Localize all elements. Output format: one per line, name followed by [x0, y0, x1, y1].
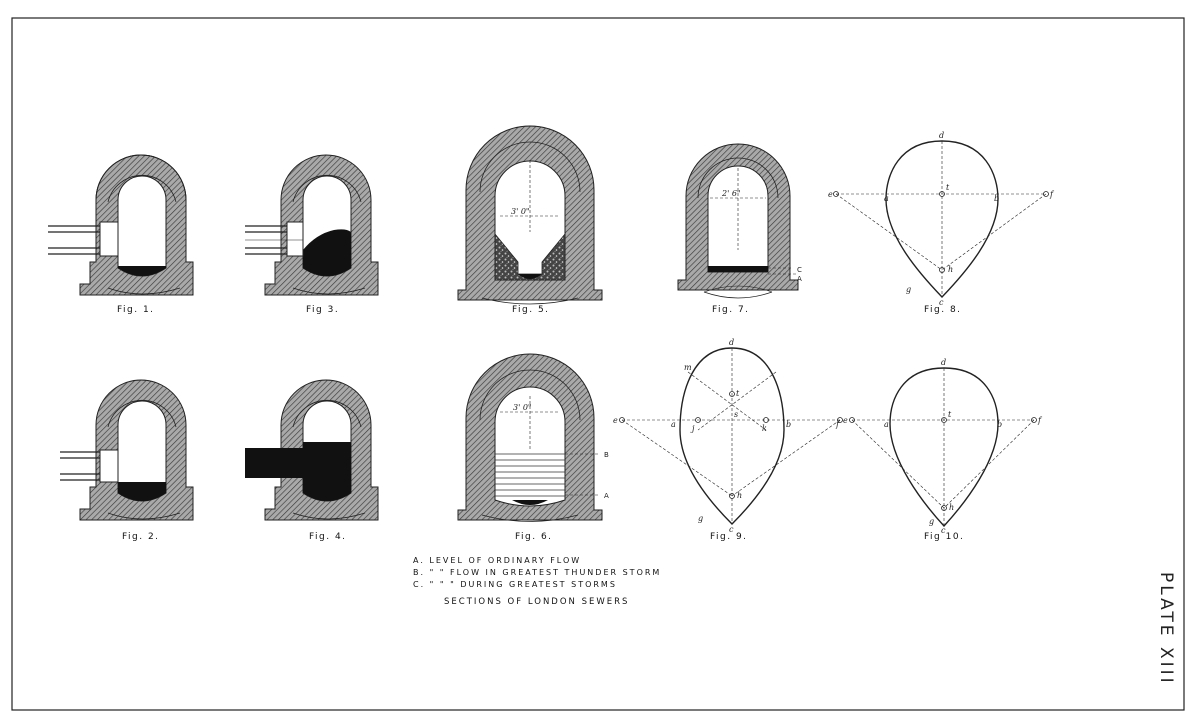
fig-10-point-e: e — [843, 416, 848, 425]
fig-5-label: Fig. 5. — [512, 305, 550, 315]
legend-level-b: B. " " FLOW IN GREATEST THUNDER STORM — [413, 568, 662, 577]
fig-6-section — [457, 353, 603, 522]
fig-10-point-b: b — [997, 420, 1002, 429]
fig-10-point-c: c — [941, 526, 946, 535]
fig-8-point-a: a — [884, 194, 889, 203]
fig-2-label: Fig. 2. — [122, 532, 160, 542]
fig-9-section — [619, 347, 843, 525]
fig-8-point-h: h — [948, 265, 953, 274]
fig-8-point-b: b — [994, 194, 999, 203]
fig-9-point-h: h — [737, 491, 742, 500]
fig-4-label: Fig. 4. — [309, 532, 347, 542]
fig-10-point-d: d — [941, 358, 946, 367]
fig-8-point-c: c — [939, 298, 944, 307]
fig-1-section — [48, 154, 194, 296]
fig-10-point-a: a — [884, 420, 889, 429]
fig-6-level-b: B — [604, 451, 609, 459]
fig-9-point-g: g — [698, 514, 703, 523]
fig-9-point-f: f — [835, 420, 841, 429]
fig-2-section — [60, 379, 194, 521]
fig-9-point-b: b — [786, 420, 791, 429]
fig-4-section — [245, 379, 379, 521]
plate-border — [11, 17, 1185, 711]
fig-3-section — [245, 154, 379, 296]
legend-level-c: C. " " " DURING GREATEST STORMS — [413, 580, 617, 589]
plate-title: PLATE XIII — [1148, 572, 1178, 692]
fig-8-label: Fig. 8. — [924, 305, 962, 315]
fig-7-width-dimension: 2' 6" — [721, 189, 741, 198]
fig-7-section — [677, 143, 799, 299]
fig-8-point-d: d — [939, 131, 944, 140]
fig-10-point-h: h — [949, 503, 954, 512]
fig-9-point-s: s — [734, 410, 738, 419]
fig-7-level-a: A — [797, 275, 802, 283]
fig-10-point-f: f — [1037, 416, 1043, 425]
fig-6-label: Fig. 6. — [515, 532, 553, 542]
fig-5-width-dimension: 3' 0" — [511, 207, 530, 216]
fig-8-point-g: g — [906, 285, 911, 294]
fig-5-section — [457, 125, 603, 305]
fig-9-point-c: c — [729, 525, 734, 534]
fig-6-level-a: A — [604, 492, 609, 500]
fig-8-point-f: f — [1049, 190, 1055, 199]
fig-6-width-dimension: 3' 0" — [513, 403, 532, 412]
legend-level-a: A. LEVEL OF ORDINARY FLOW — [413, 556, 582, 565]
fig-8-point-t: t — [946, 183, 950, 192]
fig-9-point-a: a — [671, 420, 676, 429]
fig-9-point-m: m — [684, 363, 692, 372]
fig-1-label: Fig. 1. — [117, 305, 155, 315]
fig-10-point-g: g — [929, 517, 934, 526]
fig-10-label: Fig 10. — [924, 532, 965, 542]
fig-9-point-j: j — [690, 424, 695, 433]
fig-9-point-k: k — [762, 424, 767, 433]
fig-9-point-t: t — [736, 389, 740, 398]
fig-8-point-e: e — [828, 190, 833, 199]
legend-title: SECTIONS OF LONDON SEWERS — [444, 597, 630, 607]
fig-9-point-d: d — [729, 338, 734, 347]
fig-10-section — [849, 367, 1037, 528]
fig-8-section — [833, 140, 1049, 299]
fig-3-label: Fig 3. — [306, 305, 340, 315]
fig-7-level-c: C — [797, 266, 802, 274]
fig-10-point-t: t — [948, 410, 952, 419]
plate-title-text: PLATE XIII — [1156, 572, 1176, 686]
fig-7-label: Fig. 7. — [712, 305, 750, 315]
fig-9-label: Fig. 9. — [710, 532, 748, 542]
fig-9-point-e: e — [613, 416, 618, 425]
